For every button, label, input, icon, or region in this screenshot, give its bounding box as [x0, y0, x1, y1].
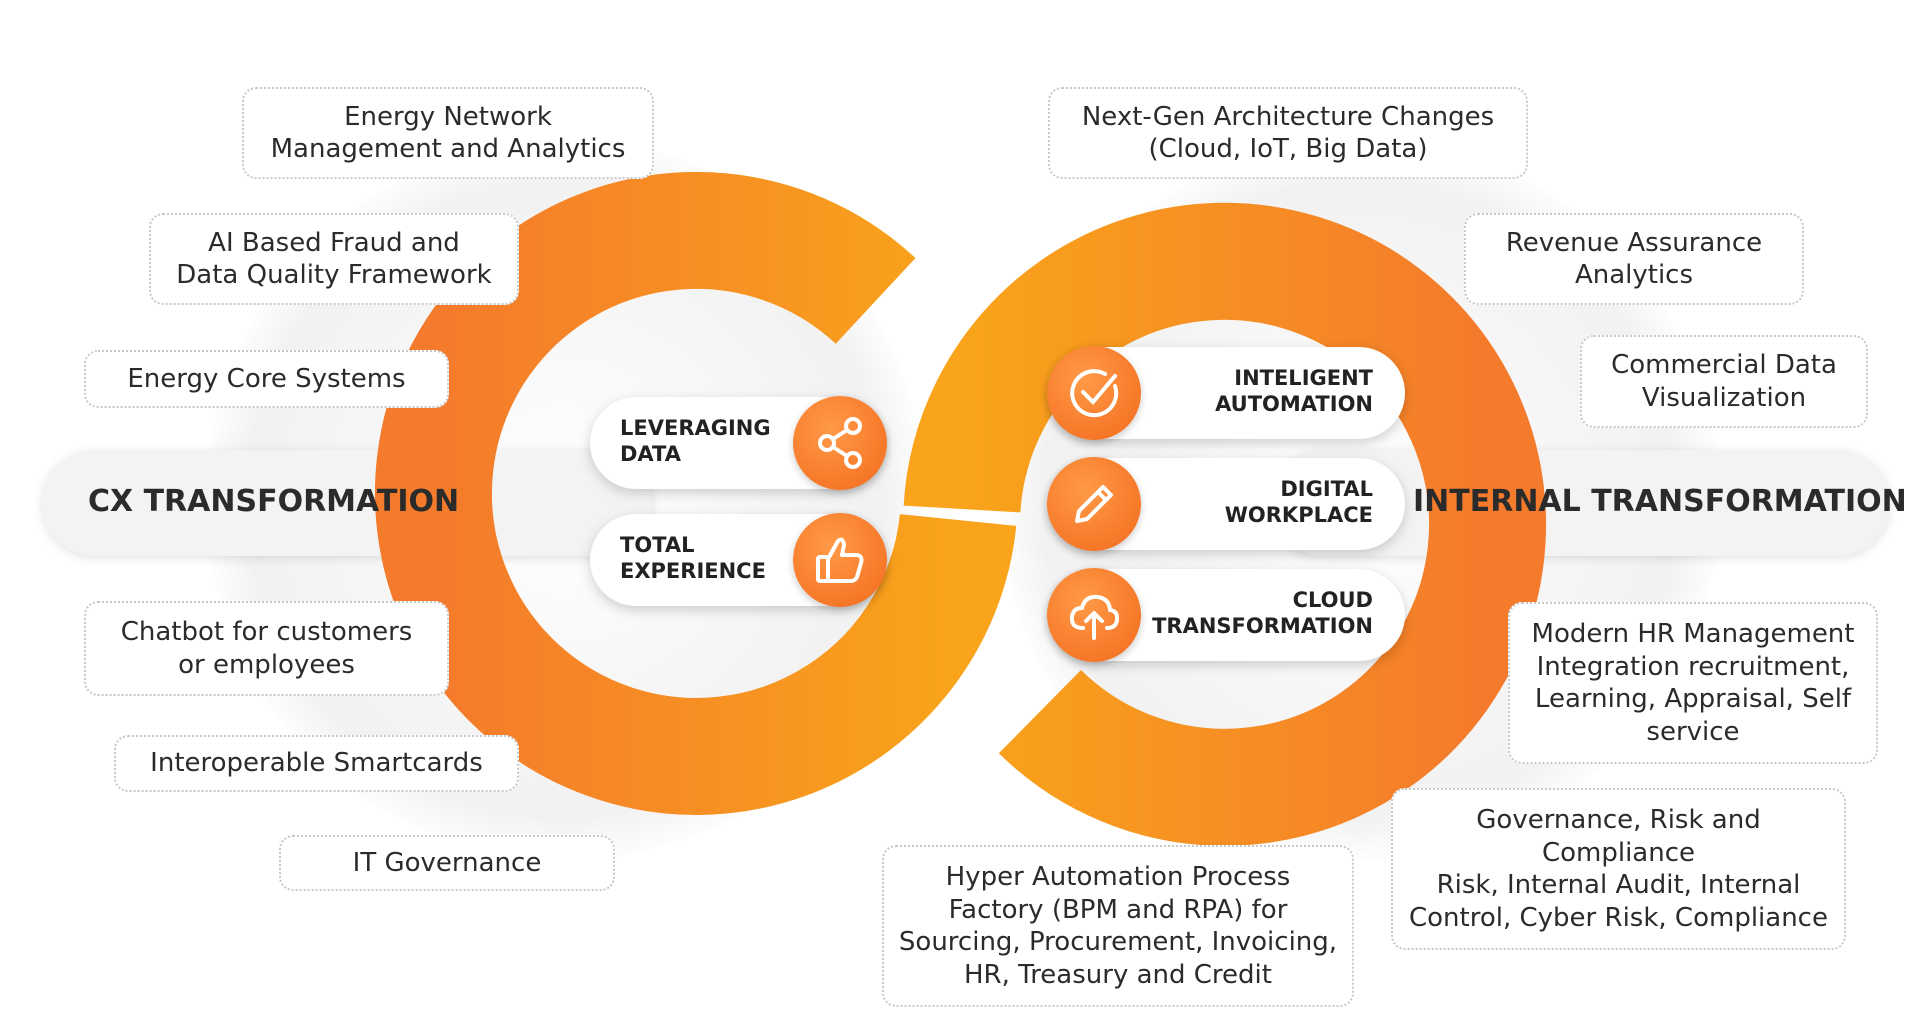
chatbot-box: Chatbot for customers or employees	[84, 601, 449, 696]
check-circle-icon	[1047, 346, 1141, 440]
hr-management-box: Modern HR Management Integration recruit…	[1508, 602, 1878, 764]
internal-transformation-title: INTERNAL TRANSFORMATION	[1413, 484, 1907, 519]
share-icon	[793, 396, 887, 490]
energy-network-box: Energy Network Management and Analytics	[242, 87, 654, 179]
pencil-icon	[1047, 457, 1141, 551]
ai-fraud-box: AI Based Fraud and Data Quality Framewor…	[149, 213, 519, 305]
cx-transformation-title: CX TRANSFORMATION	[88, 484, 460, 519]
hyper-automation-box: Hyper Automation Process Factory (BPM an…	[882, 845, 1354, 1007]
next-gen-architecture-box: Next-Gen Architecture Changes (Cloud, Io…	[1048, 87, 1528, 179]
smartcards-box: Interoperable Smartcards	[114, 735, 519, 792]
commercial-data-box: Commercial Data Visualization	[1580, 335, 1868, 428]
thumbs-up-icon	[793, 513, 887, 607]
revenue-assurance-box: Revenue Assurance Analytics	[1464, 213, 1804, 305]
cx-transformation-band	[42, 450, 652, 556]
cloud-upload-icon	[1047, 568, 1141, 662]
left-ring	[375, 171, 1017, 815]
it-governance-box: IT Governance	[279, 835, 615, 891]
right-ring	[903, 202, 1547, 846]
energy-core-box: Energy Core Systems	[84, 350, 449, 408]
governance-risk-box: Governance, Risk and Compliance Risk, In…	[1391, 788, 1846, 950]
